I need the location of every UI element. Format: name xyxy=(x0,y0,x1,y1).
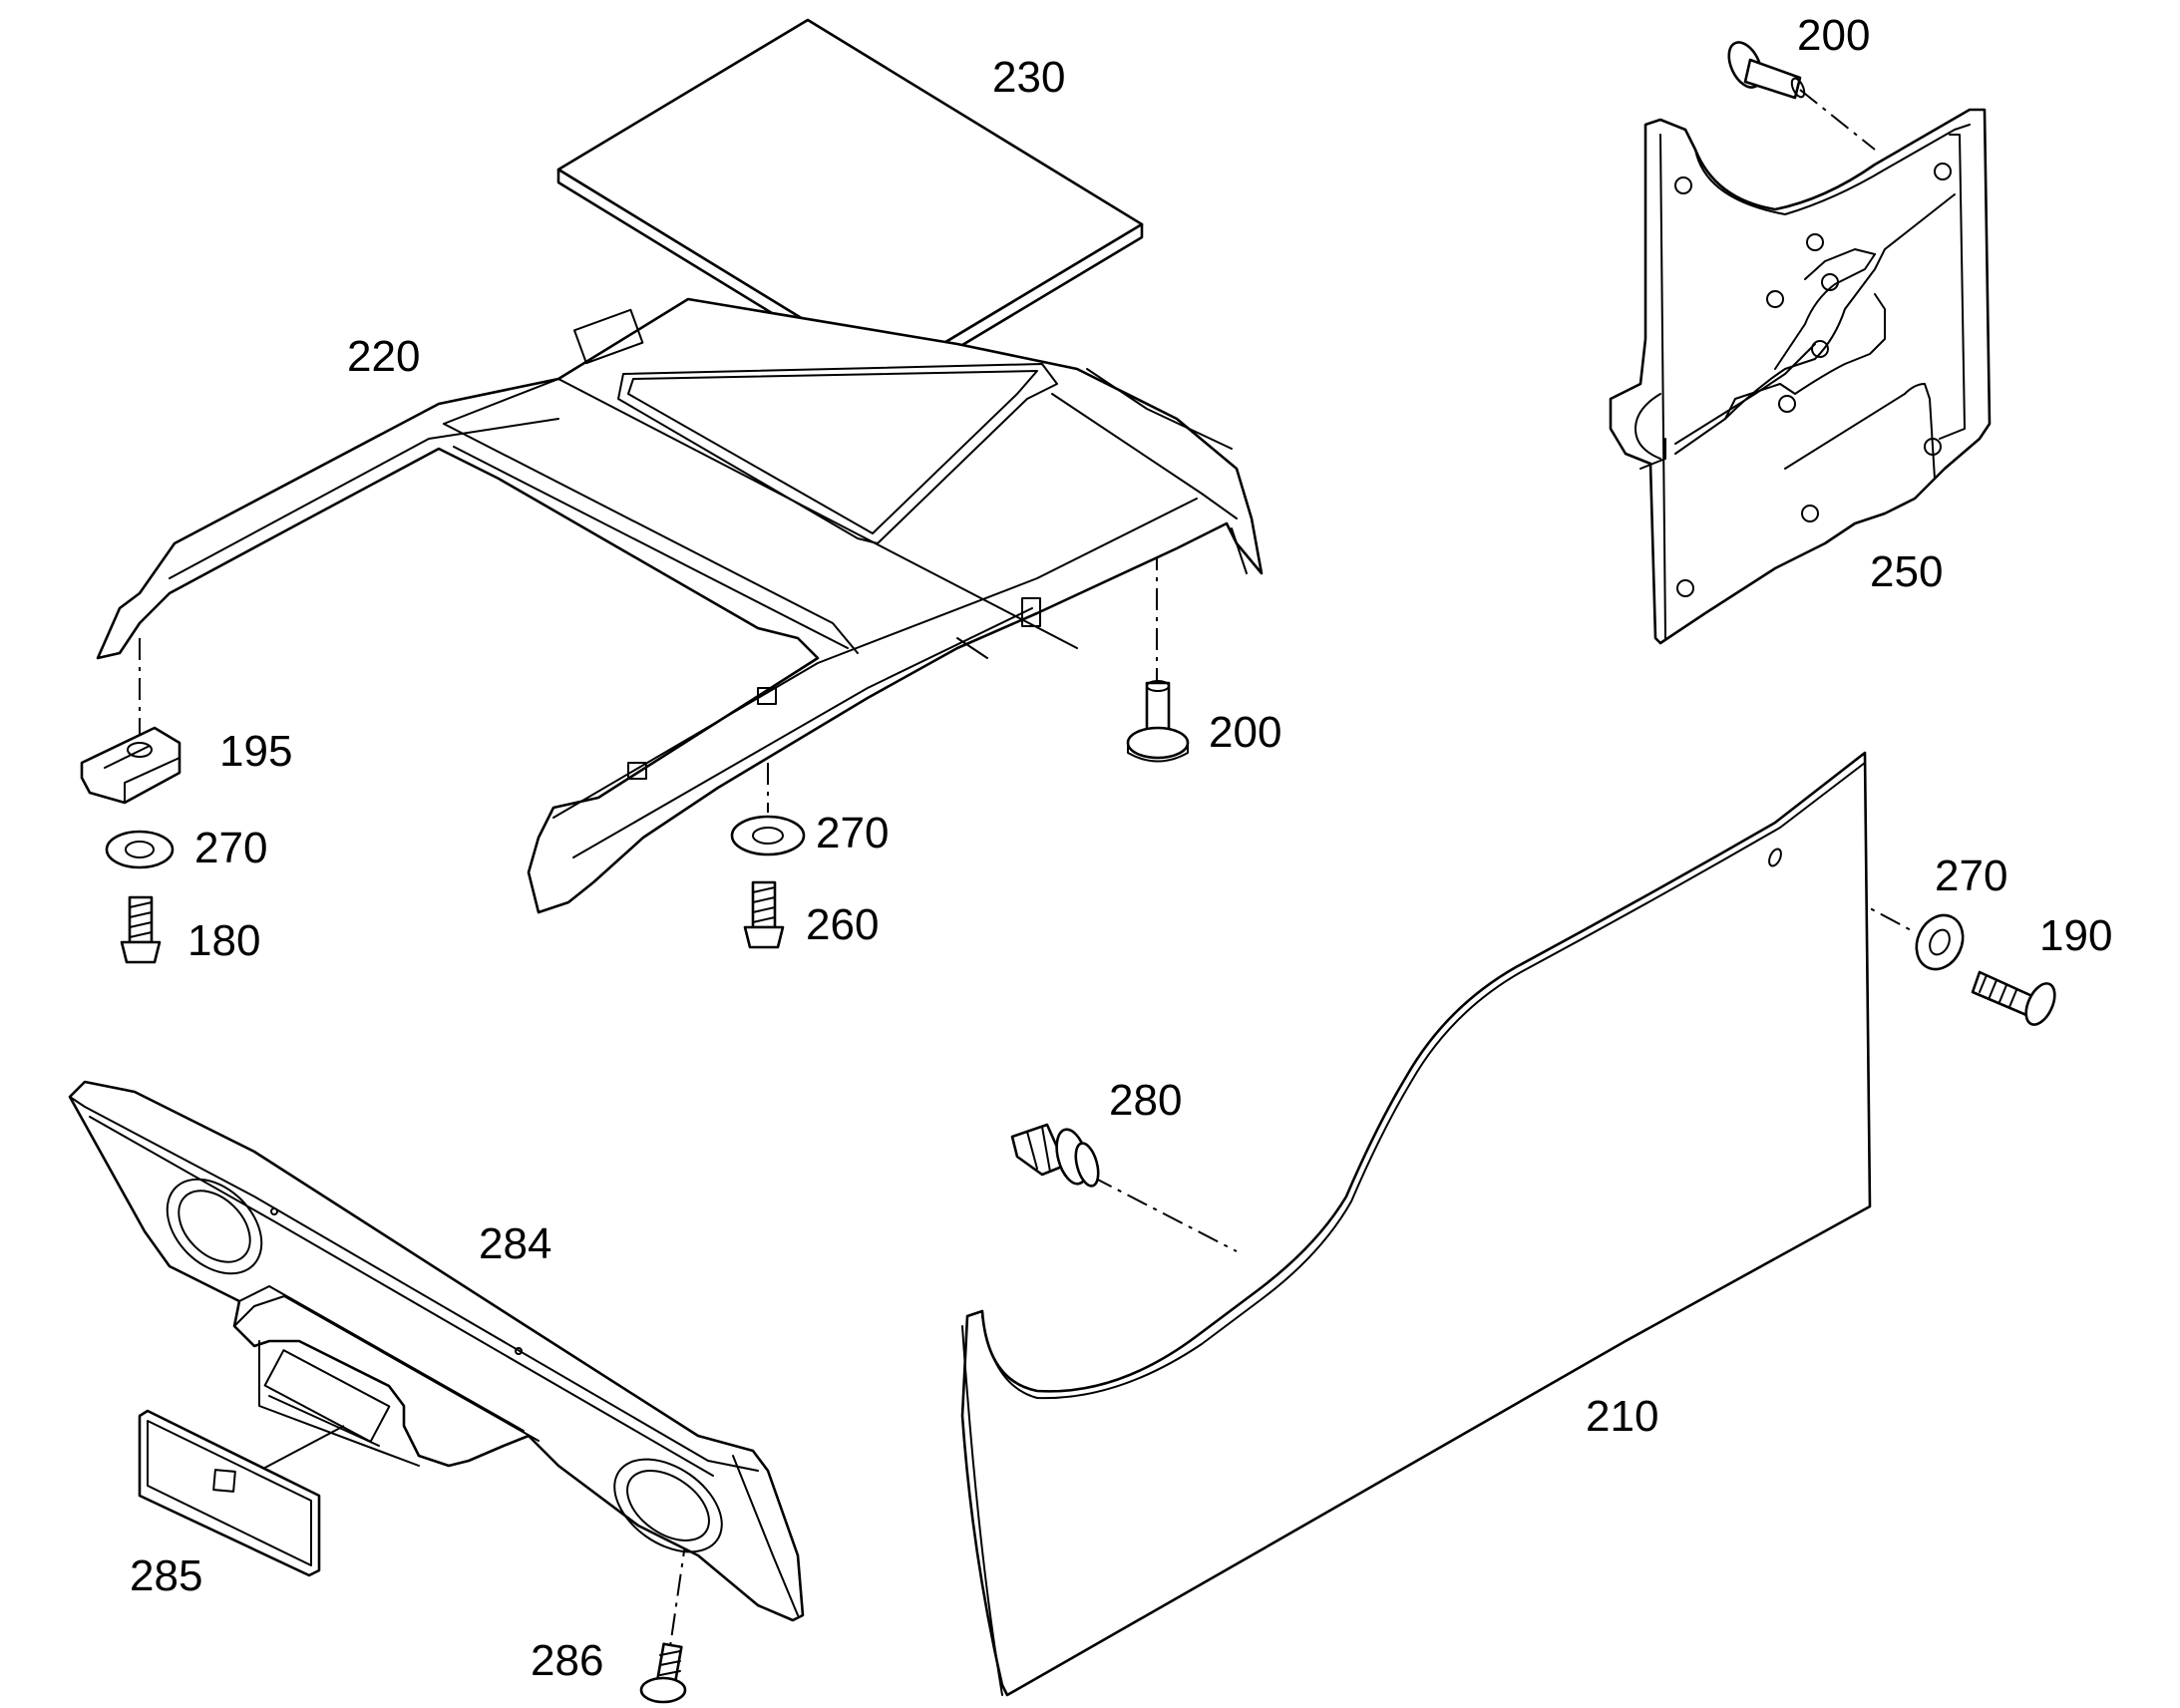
label-220: 220 xyxy=(347,332,420,381)
label-190: 190 xyxy=(2039,911,2112,960)
part-200-bolt-top xyxy=(1727,41,1806,100)
label-270-mid: 270 xyxy=(816,809,889,857)
part-200-bolt-mid xyxy=(1126,680,1190,763)
label-200-top: 200 xyxy=(1797,11,1870,60)
part-280-push-clip xyxy=(1010,1123,1100,1188)
label-200-mid: 200 xyxy=(1209,708,1281,757)
label-260: 260 xyxy=(806,900,879,949)
part-220-headliner xyxy=(96,297,1264,914)
part-284-console xyxy=(68,1080,805,1622)
label-270-left: 270 xyxy=(194,824,267,872)
label-270-right: 270 xyxy=(1935,852,2007,900)
label-210: 210 xyxy=(1586,1392,1658,1441)
label-286: 286 xyxy=(531,1636,603,1685)
label-280: 280 xyxy=(1109,1076,1182,1125)
label-284: 284 xyxy=(479,1219,551,1268)
label-230: 230 xyxy=(992,53,1065,102)
part-labels: 230 220 200 250 195 270 180 200 270 260 … xyxy=(130,11,2112,1685)
part-250-back-panel xyxy=(1609,108,1992,645)
label-285: 285 xyxy=(130,1551,202,1600)
part-260-screw xyxy=(743,880,785,949)
part-286-screw xyxy=(639,1642,687,1704)
label-180: 180 xyxy=(187,916,260,965)
panel-bolts xyxy=(1674,163,1952,597)
part-210-side-panel xyxy=(960,751,1872,1697)
part-195-clip xyxy=(80,726,182,805)
part-180-screw xyxy=(120,895,162,964)
label-195: 195 xyxy=(219,727,292,776)
part-190-screw xyxy=(1971,970,2056,1026)
part-270-washer-mid xyxy=(730,815,806,856)
part-285-plate xyxy=(138,1409,321,1577)
part-270-washer-right xyxy=(1915,913,1965,971)
part-270-washer-left xyxy=(105,830,175,869)
label-250: 250 xyxy=(1870,547,1943,596)
